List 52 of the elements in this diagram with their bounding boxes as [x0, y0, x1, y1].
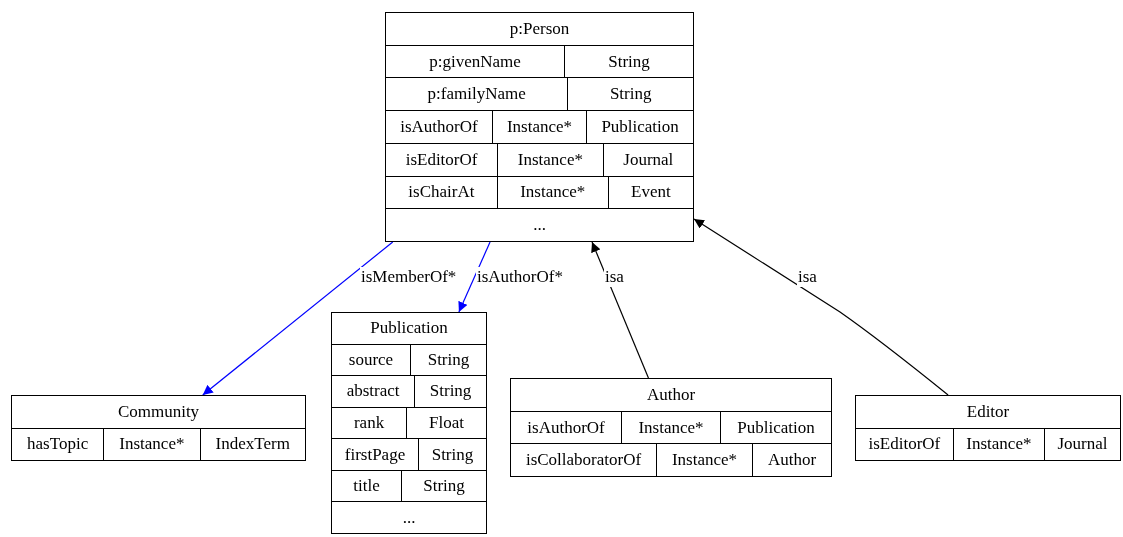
- class-record: [331, 312, 487, 534]
- class-record: [385, 12, 694, 242]
- record-field: Float: [407, 407, 487, 440]
- record-field: Instance*: [622, 411, 721, 445]
- record-field: isAuthorOf: [511, 411, 623, 445]
- record-field: hasTopic: [12, 428, 105, 461]
- record-field: String: [401, 470, 487, 503]
- record-field: String: [565, 45, 694, 79]
- record-field: isAuthorOf: [386, 111, 493, 144]
- record-field: Instance*: [657, 444, 753, 477]
- record-field: String: [415, 376, 487, 408]
- record-field: Instance*: [498, 143, 604, 177]
- class-record: [11, 395, 306, 461]
- class-record: [855, 395, 1121, 461]
- record-field: isChairAt: [386, 176, 498, 210]
- record-field: ...: [386, 209, 694, 243]
- record-header: Publication: [332, 313, 487, 345]
- record-field: String: [568, 78, 694, 112]
- arrow: [693, 218, 949, 396]
- record-field: isEditorOf: [386, 143, 499, 177]
- record-field: title: [332, 470, 402, 503]
- record-header: Editor: [856, 396, 1121, 429]
- arrow: [458, 241, 491, 313]
- record-field: Instance*: [104, 428, 201, 461]
- record-field: firstPage: [332, 439, 419, 471]
- record-field: Instance*: [492, 111, 588, 144]
- record-field: Instance*: [953, 428, 1045, 461]
- record-field: Author: [753, 444, 832, 477]
- edge-label: isa: [604, 267, 625, 287]
- class-record: [510, 378, 832, 477]
- record-field: abstract: [332, 376, 416, 408]
- record-field: p:familyName: [386, 78, 569, 112]
- record-field: Publication: [587, 111, 694, 144]
- record-field: Publication: [720, 411, 832, 445]
- record-field: p:givenName: [386, 45, 565, 79]
- record-header: p:Person: [386, 13, 694, 46]
- record-field: source: [332, 344, 411, 377]
- record-field: IndexTerm: [200, 428, 306, 461]
- record-header: Author: [511, 379, 832, 412]
- record-field: ...: [332, 502, 487, 535]
- record-field: rank: [332, 407, 408, 440]
- arrow: [202, 241, 394, 396]
- record-field: isCollaboratorOf: [511, 444, 658, 477]
- record-field: String: [418, 439, 487, 471]
- record-field: Event: [608, 176, 694, 210]
- record-header: Community: [12, 396, 306, 429]
- record-field: Journal: [603, 143, 694, 177]
- arrow: [591, 241, 650, 379]
- record-field: Journal: [1044, 428, 1121, 461]
- record-field: String: [410, 344, 487, 377]
- record-field: Instance*: [497, 176, 609, 210]
- record-field: isEditorOf: [856, 428, 954, 461]
